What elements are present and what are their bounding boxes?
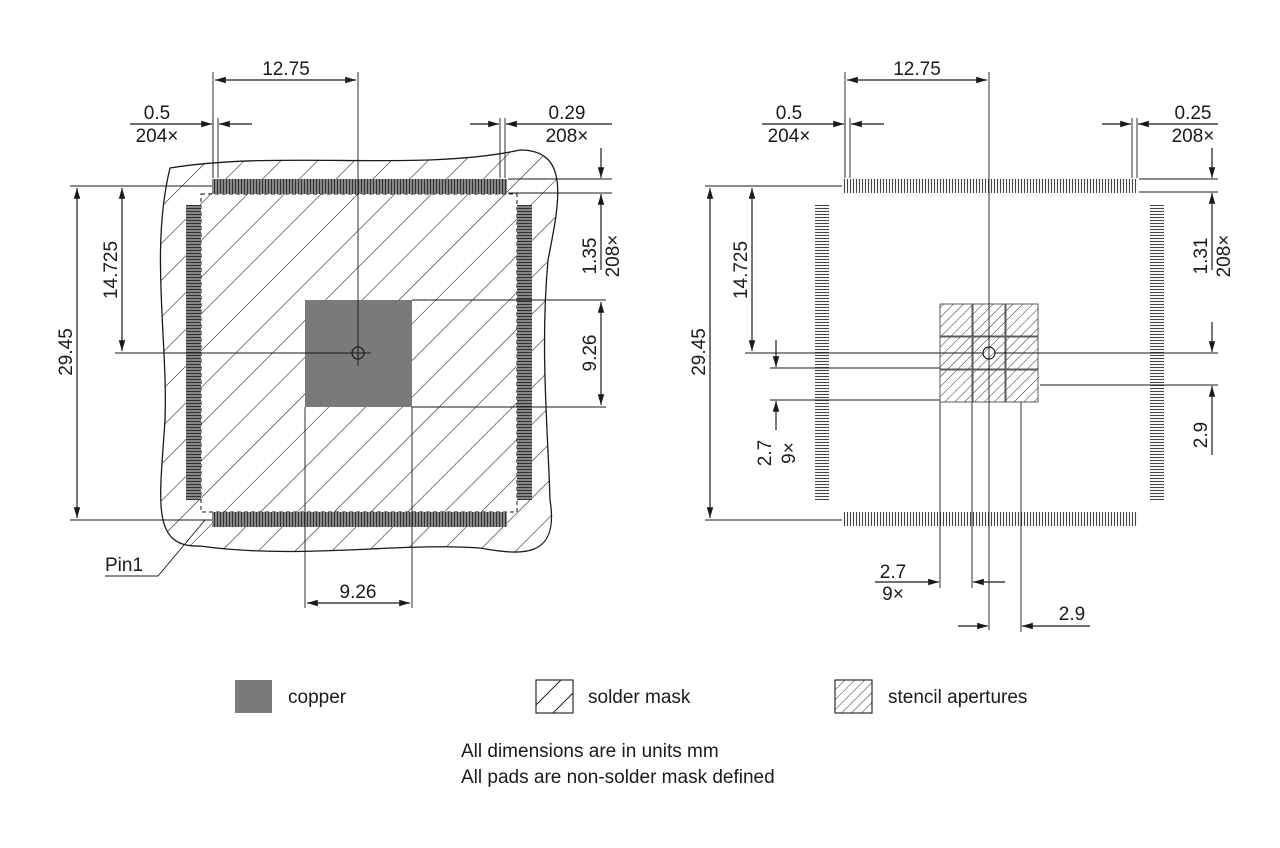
pad-row-top (212, 179, 507, 194)
left-dim-epad-height: 9.26 (580, 335, 601, 372)
pad-row-left (186, 205, 201, 500)
left-dim-pad-width-count: 204× (136, 126, 179, 147)
right-dim-pad-width-count: 204× (768, 126, 811, 147)
stencil-row-left (815, 205, 829, 500)
note-pads: All pads are non-solder mask defined (461, 767, 775, 788)
stencil-row-bottom (843, 512, 1138, 526)
right-dim-aperture-pitch-v: 2.7 (755, 440, 776, 466)
exposed-pad-copper (305, 300, 412, 407)
legend-copper-label: copper (288, 687, 347, 708)
right-dim-pad-width: 0.5 (776, 103, 802, 124)
right-dim-pad-gap: 0.25 (1175, 103, 1212, 124)
right-dim-pad-length-count: 208× (1214, 235, 1235, 278)
left-dim-pad-length-count: 208× (603, 235, 624, 278)
right-dim-aperture-pitch-v-count: 9× (779, 442, 800, 464)
copper-swatch (235, 680, 272, 713)
legend-stencil-label: stencil apertures (888, 687, 1027, 708)
left-dim-pad-gap-count: 208× (546, 126, 589, 147)
right-dim-aperture-size-h: 2.9 (1059, 604, 1085, 625)
stencil-swatch (834, 679, 873, 714)
legend-item-copper: copper (235, 680, 347, 713)
right-dim-pad-gap-count: 208× (1172, 126, 1215, 147)
left-dim-epad-width: 9.26 (340, 582, 377, 603)
stencil-row-right (1150, 205, 1164, 500)
legend: copper solder mask stencil apertures (235, 679, 1027, 714)
pad-row-bottom (212, 512, 507, 527)
right-dim-aperture-pitch-h-count: 9× (882, 584, 904, 605)
solder-mask-swatch (535, 679, 574, 714)
right-dim-pitch-x: 12.75 (893, 59, 941, 80)
pad-row-right (517, 205, 532, 500)
right-dim-full-span: 29.45 (689, 328, 710, 376)
right-dim-aperture-size-v: 2.9 (1191, 422, 1212, 448)
legend-item-stencil: stencil apertures (834, 679, 1027, 714)
left-dim-pad-width: 0.5 (144, 103, 170, 124)
legend-item-solder-mask: solder mask (535, 679, 691, 714)
right-dim-pad-length: 1.31 (1191, 238, 1212, 275)
left-dim-pitch-x: 12.75 (262, 59, 310, 80)
left-dim-pad-gap: 0.29 (549, 103, 586, 124)
left-view: 12.75 0.5 204× 0.29 208× 1.35 208× 14.72… (56, 59, 624, 608)
left-dim-half-span: 14.725 (101, 241, 122, 299)
right-view: 12.75 0.5 204× 0.25 208× 1.31 208× 14.72… (689, 59, 1235, 632)
pin1-label: Pin1 (105, 555, 143, 576)
left-dim-pad-length: 1.35 (580, 238, 601, 275)
right-dim-half-span: 14.725 (731, 241, 752, 299)
left-dim-full-span: 29.45 (56, 328, 77, 376)
right-dim-aperture-pitch-h: 2.7 (880, 562, 906, 583)
stencil-row-top (843, 179, 1138, 193)
note-units: All dimensions are in units mm (461, 741, 719, 762)
legend-solder-mask-label: solder mask (588, 687, 691, 708)
